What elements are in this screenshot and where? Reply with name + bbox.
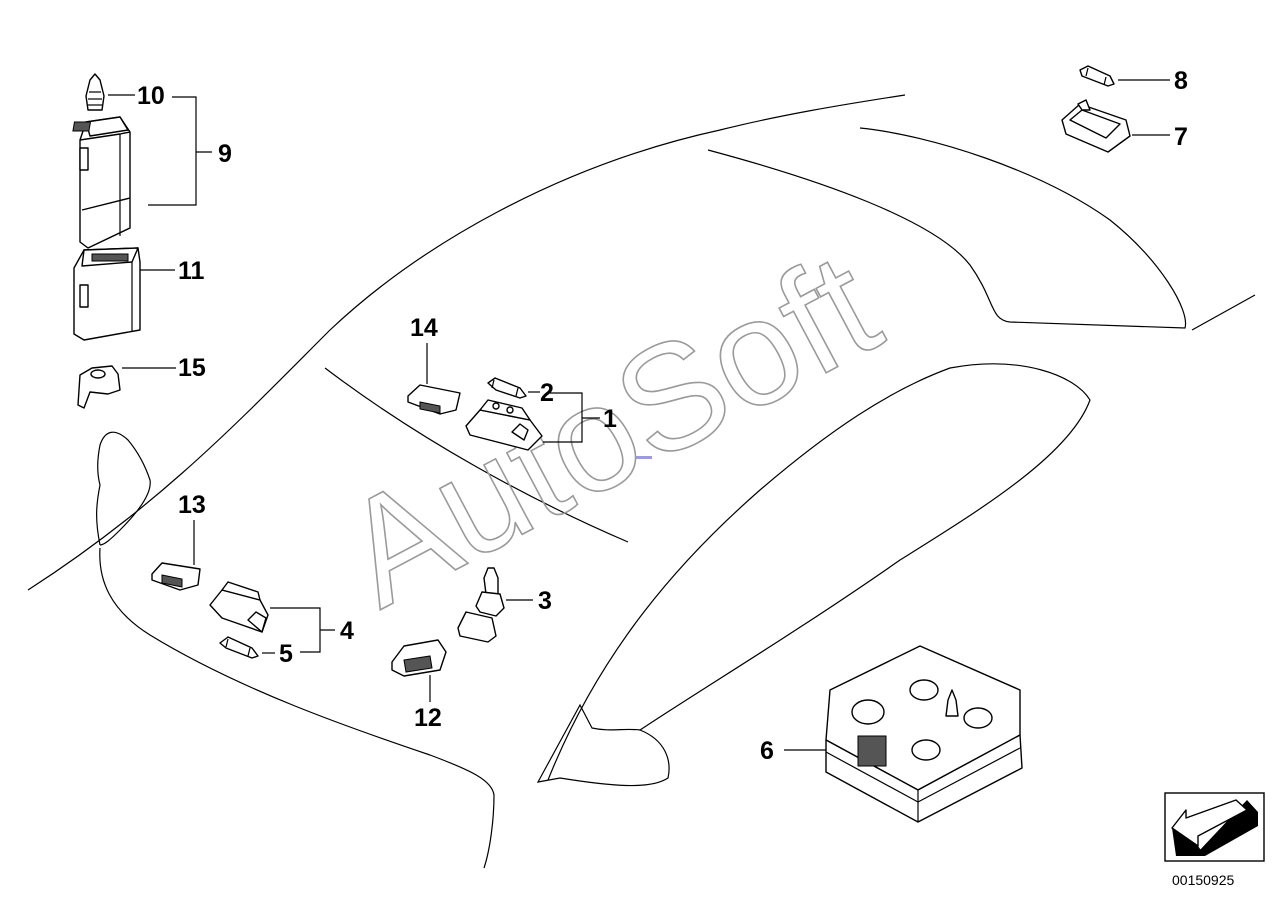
part-13-connector-icon (151, 562, 201, 591)
part-3-bulb-icon (457, 567, 505, 643)
part-14-connector-icon (407, 384, 461, 415)
part-15-connector-icon (77, 365, 121, 409)
part-10-bulb-icon (85, 73, 105, 111)
callout-6: 6 (760, 737, 774, 765)
document-number: 00150925 (1172, 872, 1235, 888)
part-8-bulb-icon (1079, 65, 1115, 87)
part-7-lamp-housing-icon (1061, 99, 1131, 153)
callout-10: 10 (137, 82, 165, 110)
watermark-dash (636, 456, 652, 459)
bracket-4 (270, 607, 335, 653)
callout-15: 15 (178, 354, 206, 382)
callout-1: 1 (603, 405, 617, 433)
part-4-lamp-housing-icon (209, 581, 269, 633)
part-2-bulb-icon (487, 377, 527, 399)
callout-3: 3 (538, 587, 552, 615)
arrow-nav-icon (1164, 792, 1265, 862)
part-5-bulb-icon (219, 636, 259, 659)
car-outline-drawing (27, 94, 1256, 869)
callout-11: 11 (178, 257, 205, 285)
part-1-lamp-housing-icon (465, 399, 543, 451)
callout-8: 8 (1174, 67, 1188, 95)
callout-2: 2 (540, 379, 554, 407)
callout-13: 13 (178, 491, 206, 519)
bracket-1 (543, 392, 600, 443)
callout-5: 5 (279, 640, 293, 668)
part-6-bulb-assortment-box-icon (825, 645, 1023, 823)
part-9-lamp-housing-icon (72, 116, 131, 249)
callout-4: 4 (340, 617, 354, 645)
callout-9: 9 (218, 140, 232, 168)
part-11-lamp-housing-icon (73, 247, 141, 341)
callout-7: 7 (1174, 123, 1188, 151)
callout-14: 14 (410, 314, 438, 342)
bracket-9 (148, 96, 212, 206)
callout-12: 12 (414, 704, 442, 732)
part-12-connector-icon (391, 639, 447, 677)
